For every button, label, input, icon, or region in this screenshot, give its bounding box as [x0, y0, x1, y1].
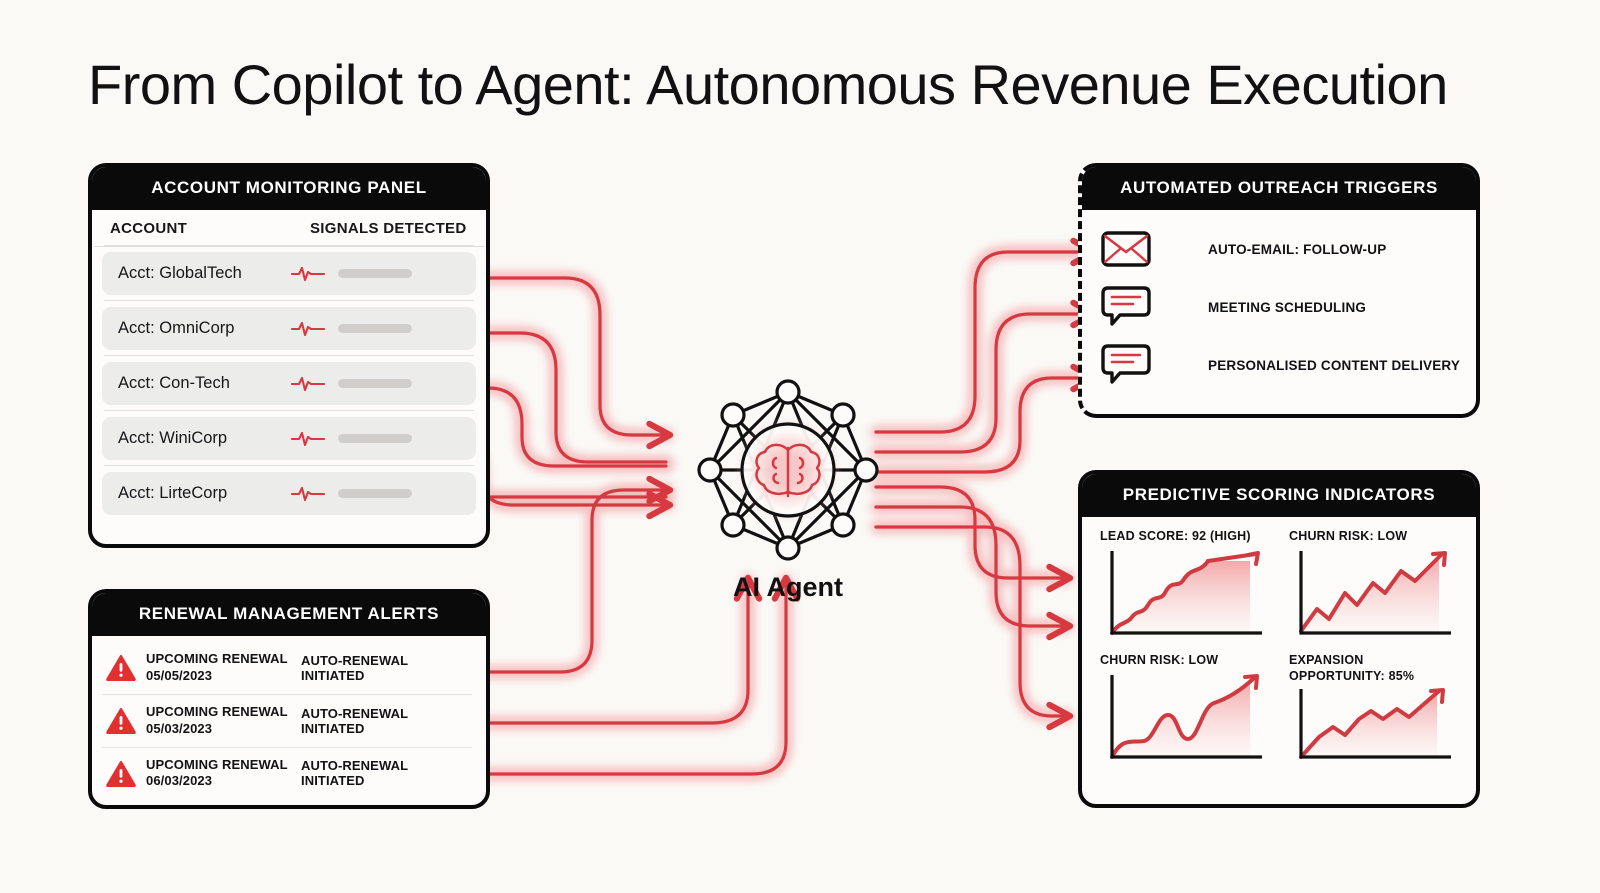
renewal-title: UPCOMING RENEWAL — [146, 703, 288, 719]
mini-chart-churn-risk-1: CHURN RISK: LOW — [1289, 529, 1462, 643]
renewal-title: UPCOMING RENEWAL — [146, 651, 288, 666]
pulse-icon — [286, 374, 330, 394]
mini-chart-churn-risk-2: CHURN RISK: LOW — [1100, 653, 1273, 767]
table-row[interactable]: Acct: Con-Tech — [102, 355, 476, 405]
account-name: Acct: OmniCorp — [118, 319, 235, 337]
renewal-label: UPCOMING RENEWAL 05/03/2023 — [146, 704, 301, 738]
account-monitoring-panel: ACCOUNT MONITORING PANEL ACCOUNT SIGNALS… — [88, 163, 490, 548]
renewal-label: UPCOMING RENEWAL 06/03/2023 — [146, 757, 301, 791]
column-header-signals: SIGNALS DETECTED — [310, 220, 467, 237]
area-chart — [1299, 688, 1451, 759]
mini-chart-lead-score: LEAD SCORE: 92 (HIGH) — [1100, 529, 1273, 643]
status-badge: AUTO-RENEWAL INITIATED — [301, 705, 408, 736]
predictive-panel-header: PREDICTIVE SCORING INDICATORS — [1082, 474, 1476, 517]
table-row[interactable]: Acct: OmniCorp — [102, 300, 476, 350]
status-badge: AUTO-RENEWAL INITIATED — [301, 758, 408, 789]
list-item[interactable]: MEETING SCHEDULING — [1082, 278, 1470, 336]
signal-strength-bar — [338, 269, 412, 278]
pulse-icon — [286, 484, 330, 504]
account-name: Acct: Con-Tech — [118, 374, 230, 392]
trigger-label: AUTO-EMAIL: FOLLOW-UP — [1208, 241, 1387, 257]
outreach-panel-header: AUTOMATED OUTREACH TRIGGERS — [1082, 167, 1476, 210]
renewal-date: 05/03/2023 — [146, 720, 213, 736]
account-name: Acct: LirteCorp — [118, 484, 228, 502]
account-table-header: ACCOUNT SIGNALS DETECTED — [94, 210, 484, 247]
column-header-account: ACCOUNT — [110, 220, 188, 237]
warning-triangle-icon — [106, 707, 146, 735]
warning-triangle-icon — [106, 760, 146, 787]
renewal-title: UPCOMING RENEWAL — [146, 756, 288, 772]
table-row[interactable]: Acct: WiniCorp — [102, 410, 476, 460]
ai-agent-label: AI Agent — [733, 572, 843, 602]
list-item[interactable]: UPCOMING RENEWAL 06/03/2023 AUTO-RENEWAL… — [102, 746, 472, 800]
area-chart — [1110, 674, 1262, 759]
trigger-label: PERSONALISED CONTENT DELIVERY — [1208, 357, 1461, 373]
renewal-date: 06/03/2023 — [146, 773, 213, 789]
account-name: Acct: WiniCorp — [118, 429, 228, 447]
automated-outreach-panel: AUTOMATED OUTREACH TRIGGERS AUTO-EMAIL: … — [1078, 163, 1480, 418]
table-row[interactable]: Acct: GlobalTech — [102, 245, 476, 295]
envelope-icon — [1100, 227, 1156, 272]
list-item[interactable]: UPCOMING RENEWAL 05/05/2023 AUTO-RENEWAL… — [102, 642, 472, 694]
list-item[interactable]: PERSONALISED CONTENT DELIVERY — [1082, 336, 1470, 394]
pulse-icon — [286, 319, 330, 339]
mini-chart-label: CHURN RISK: LOW — [1289, 529, 1408, 543]
speech-bubble-icon — [1100, 284, 1156, 331]
pulse-icon — [286, 429, 330, 449]
trigger-label: MEETING SCHEDULING — [1208, 299, 1367, 315]
signal-strength-bar — [338, 434, 412, 443]
ai-agent-node[interactable] — [688, 370, 888, 570]
signal-strength-bar — [338, 379, 412, 388]
renewal-date: 05/05/2023 — [146, 667, 213, 683]
speech-bubble-icon — [1100, 342, 1156, 389]
area-chart — [1299, 551, 1451, 635]
renewal-label: UPCOMING RENEWAL 05/05/2023 — [146, 651, 301, 685]
status-badge: AUTO-RENEWAL INITIATED — [301, 652, 408, 683]
warning-triangle-icon — [106, 654, 146, 682]
table-row[interactable]: Acct: LirteCorp — [102, 465, 476, 515]
mini-chart-label: CHURN RISK: LOW — [1100, 653, 1219, 667]
renewal-management-panel: RENEWAL MANAGEMENT ALERTS UPCOMING RENEW… — [88, 589, 490, 809]
neural-network-brain-icon — [697, 379, 879, 561]
renewal-panel-header: RENEWAL MANAGEMENT ALERTS — [92, 593, 486, 636]
pulse-icon — [286, 264, 330, 284]
signal-strength-bar — [338, 324, 412, 333]
account-panel-header: ACCOUNT MONITORING PANEL — [92, 167, 486, 210]
predictive-scoring-panel: PREDICTIVE SCORING INDICATORS LEAD SCORE… — [1078, 470, 1480, 808]
list-item[interactable]: UPCOMING RENEWAL 05/03/2023 AUTO-RENEWAL… — [102, 693, 472, 747]
page-title: From Copilot to Agent: Autonomous Revenu… — [88, 53, 1448, 116]
mini-chart-label: EXPANSION OPPORTUNITY: 85% — [1289, 653, 1415, 683]
signal-strength-bar — [338, 489, 412, 498]
mini-chart-expansion: EXPANSION OPPORTUNITY: 85% — [1289, 653, 1462, 767]
mini-chart-label: LEAD SCORE: 92 (HIGH) — [1100, 529, 1251, 543]
account-name: Acct: GlobalTech — [118, 264, 242, 282]
list-item[interactable]: AUTO-EMAIL: FOLLOW-UP — [1082, 220, 1470, 278]
area-chart — [1110, 551, 1262, 635]
